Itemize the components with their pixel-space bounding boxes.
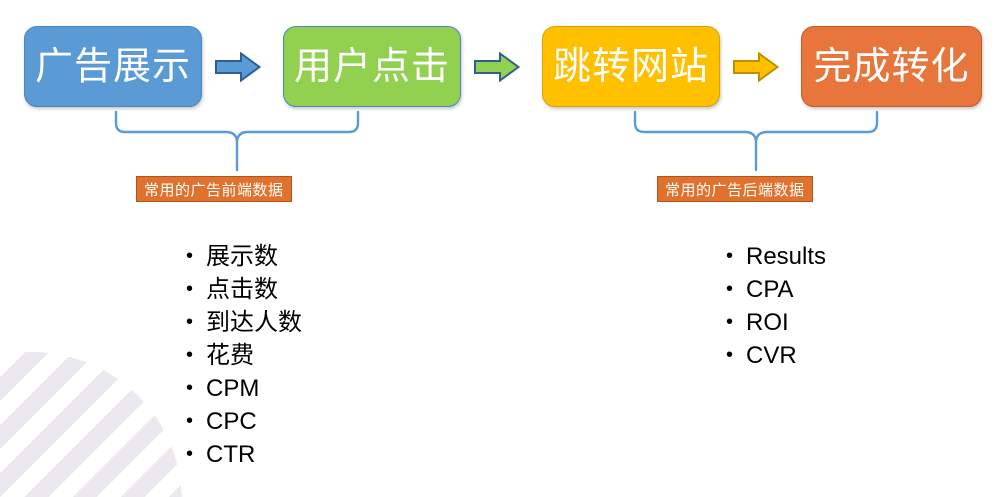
flow-arrow-3-icon [733,51,780,83]
list-item: 展示数 [186,240,302,273]
list-item: ROI [726,306,826,339]
flow-arrow-2-icon [474,51,521,83]
list-item: 到达人数 [186,306,302,339]
caption-frontend-metrics: 常用的广告前端数据 [136,176,292,202]
list-item: Results [726,240,826,273]
striped-circle-decoration [0,352,182,497]
list-item: CPC [186,405,302,438]
metric-list-backend: Results CPA ROI CVR [726,240,826,372]
flow-step-ad-impression[interactable]: 广告展示 [24,26,202,107]
bracket-left-icon [113,110,361,172]
caption-backend-metrics: 常用的广告后端数据 [657,176,813,202]
list-item: 点击数 [186,273,302,306]
flow-step-label: 完成转化 [813,45,970,88]
list-item: CVR [726,339,826,372]
flow-step-user-click[interactable]: 用户点击 [283,26,461,107]
flow-step-label: 跳转网站 [552,45,709,88]
list-item: CPA [726,273,826,306]
bracket-right-icon [632,110,880,172]
flow-step-conversion[interactable]: 完成转化 [801,26,982,107]
flow-step-label: 用户点击 [293,45,450,88]
flow-arrow-1-icon [215,51,262,83]
list-item: CTR [186,438,302,471]
list-item: 花费 [186,339,302,372]
metric-list-frontend: 展示数 点击数 到达人数 花费 CPM CPC CTR [186,240,302,471]
flow-step-site-landing[interactable]: 跳转网站 [542,26,720,107]
caption-label: 常用的广告后端数据 [665,181,805,199]
flow-step-label: 广告展示 [34,45,191,88]
caption-label: 常用的广告前端数据 [144,181,284,199]
list-item: CPM [186,372,302,405]
